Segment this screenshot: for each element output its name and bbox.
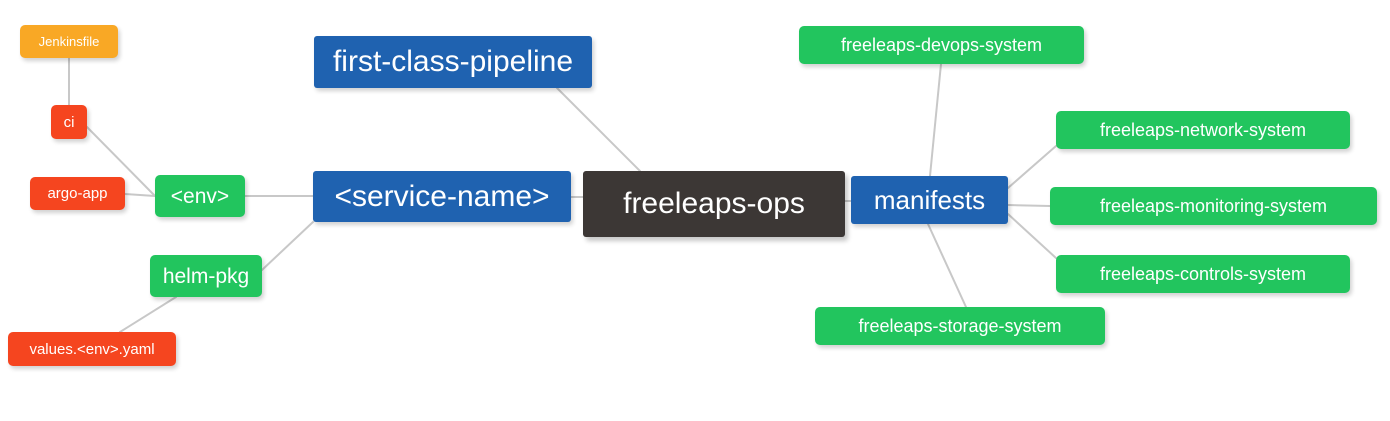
node-env[interactable]: <env> [155, 175, 245, 217]
node-jenkinsfile[interactable]: Jenkinsfile [20, 25, 118, 58]
node-freeleaps-ops[interactable]: freeleaps-ops [583, 171, 845, 237]
node-helm-pkg[interactable]: helm-pkg [150, 255, 262, 297]
edge-service-name-to-helm-pkg [261, 221, 314, 271]
edge-manifests-to-devops-system [929, 63, 942, 177]
node-devops-system[interactable]: freeleaps-devops-system [799, 26, 1084, 64]
node-first-class[interactable]: first-class-pipeline [314, 36, 592, 88]
node-storage-system[interactable]: freeleaps-storage-system [815, 307, 1105, 345]
node-ci[interactable]: ci [51, 105, 87, 139]
node-argo-app[interactable]: argo-app [30, 177, 125, 210]
edge-first-class-to-freeleaps-ops [556, 87, 641, 172]
edge-manifests-to-controls-system [1007, 213, 1057, 259]
node-service-name[interactable]: <service-name> [313, 171, 571, 222]
node-network-system[interactable]: freeleaps-network-system [1056, 111, 1350, 149]
edge-manifests-to-network-system [1007, 145, 1057, 189]
edge-manifests-to-monitoring-system [1007, 204, 1051, 207]
node-values-yaml[interactable]: values.<env>.yaml [8, 332, 176, 366]
edge-helm-pkg-to-values-yaml [119, 296, 177, 333]
edge-manifests-to-storage-system [927, 223, 967, 308]
node-manifests[interactable]: manifests [851, 176, 1008, 224]
edge-argo-app-to-env [124, 193, 156, 197]
node-monitoring-system[interactable]: freeleaps-monitoring-system [1050, 187, 1377, 225]
node-controls-system[interactable]: freeleaps-controls-system [1056, 255, 1350, 293]
